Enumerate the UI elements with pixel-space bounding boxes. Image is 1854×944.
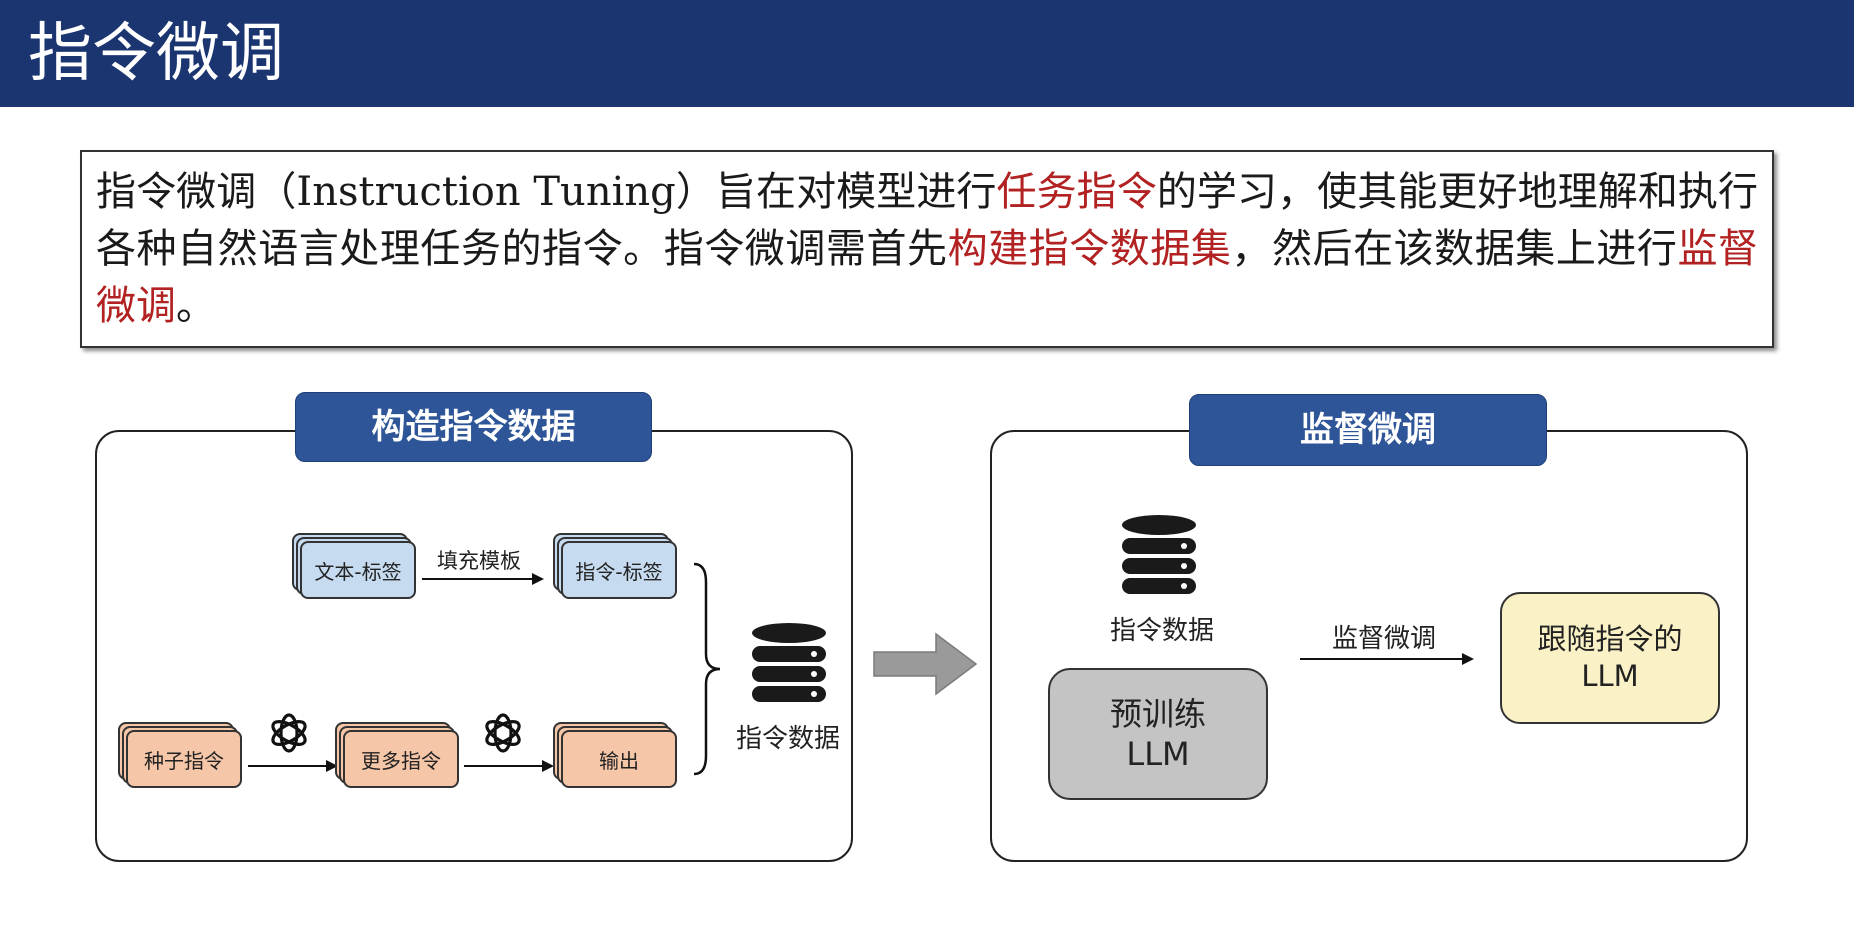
result-line2: LLM bbox=[1581, 659, 1639, 693]
result-line1: 跟随指令的 bbox=[1537, 622, 1683, 656]
highlighted-term: 构建指令数据集 bbox=[947, 226, 1232, 272]
arrow-right-icon bbox=[248, 760, 338, 772]
intro-text: 。 bbox=[176, 283, 216, 329]
arrow-right-icon bbox=[1300, 653, 1474, 665]
intro-paragraph: 指令微调（Instruction Tuning）旨在对模型进行任务指令的学习，使… bbox=[80, 150, 1774, 348]
intro-text: 的学习，使其能更好地理解和执行各种自然语言处理任务的指令。指令微调需首先 bbox=[96, 169, 1759, 272]
fill-template-label: 填充模板 bbox=[437, 549, 521, 573]
seed-instruction-card: 种子指令 bbox=[118, 722, 242, 788]
arrow-right-icon bbox=[422, 573, 544, 585]
text-label-card: 文本-标签 bbox=[292, 533, 416, 599]
pretrained-llm-box: 预训练 LLM bbox=[1048, 668, 1268, 800]
gray-block-arrow-icon bbox=[873, 632, 978, 696]
highlighted-term: 任务指令 bbox=[996, 169, 1157, 215]
arrow-right-icon bbox=[464, 760, 554, 772]
database-icon bbox=[752, 623, 826, 702]
more-instructions-card: 更多指令 bbox=[335, 722, 459, 788]
instruction-label-card: 指令-标签 bbox=[553, 533, 677, 599]
title-bar: 指令微调 bbox=[0, 0, 1854, 107]
curly-brace bbox=[693, 562, 721, 776]
intro-text: 指令微调（Instruction Tuning）旨在对模型进行 bbox=[96, 169, 997, 215]
instruction-following-llm-box: 跟随指令的 LLM bbox=[1500, 592, 1720, 724]
page-title: 指令微调 bbox=[28, 17, 284, 91]
database-icon bbox=[1122, 515, 1196, 594]
construct-data-title: 构造指令数据 bbox=[295, 392, 652, 462]
dataset-label: 指令数据 bbox=[1110, 616, 1215, 646]
supervised-finetune-title: 监督微调 bbox=[1189, 394, 1547, 466]
pretrained-line1: 预训练 bbox=[1109, 695, 1206, 733]
intro-text: ，然后在该数据集上进行 bbox=[1231, 226, 1678, 272]
openai-logo-icon bbox=[271, 713, 307, 753]
highlighted-term: 监督微调 bbox=[96, 226, 1759, 329]
output-card: 输出 bbox=[553, 722, 677, 788]
construct-data-panel bbox=[95, 430, 853, 862]
sft-label: 监督微调 bbox=[1332, 624, 1437, 654]
dataset-label: 指令数据 bbox=[736, 724, 841, 754]
openai-logo-icon bbox=[485, 713, 521, 753]
pretrained-line2: LLM bbox=[1126, 735, 1190, 773]
